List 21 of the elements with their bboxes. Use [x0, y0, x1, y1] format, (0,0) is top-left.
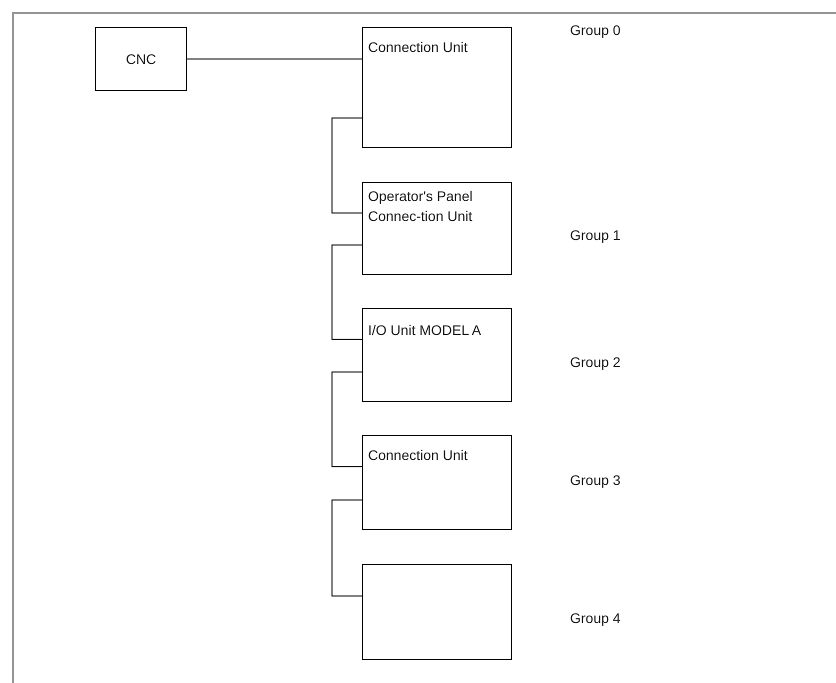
connector-line [332, 118, 362, 214]
group-label: Group 4 [570, 609, 621, 628]
connector-line [332, 372, 362, 468]
unit-box [362, 182, 512, 275]
group-label: Group 1 [570, 226, 621, 245]
connector-line [186, 58, 362, 60]
group-label: Group 0 [570, 21, 621, 40]
unit-label: Connection Unit [368, 446, 468, 465]
connector-line [332, 500, 362, 596]
group-label: Group 2 [570, 353, 621, 372]
connector-line [332, 244, 362, 340]
group-label: Group 3 [570, 471, 621, 490]
unit-label: Operator's Panel Connec-tion Unit [368, 187, 474, 226]
unit-box [362, 27, 512, 148]
unit-box [95, 27, 187, 91]
unit-label: I/O Unit MODEL A [368, 321, 482, 340]
unit-box [362, 308, 512, 402]
box-node [362, 564, 512, 660]
unit-label: CNC [126, 50, 156, 69]
unit-box [362, 435, 512, 530]
unit-label: Connection Unit [368, 38, 468, 57]
